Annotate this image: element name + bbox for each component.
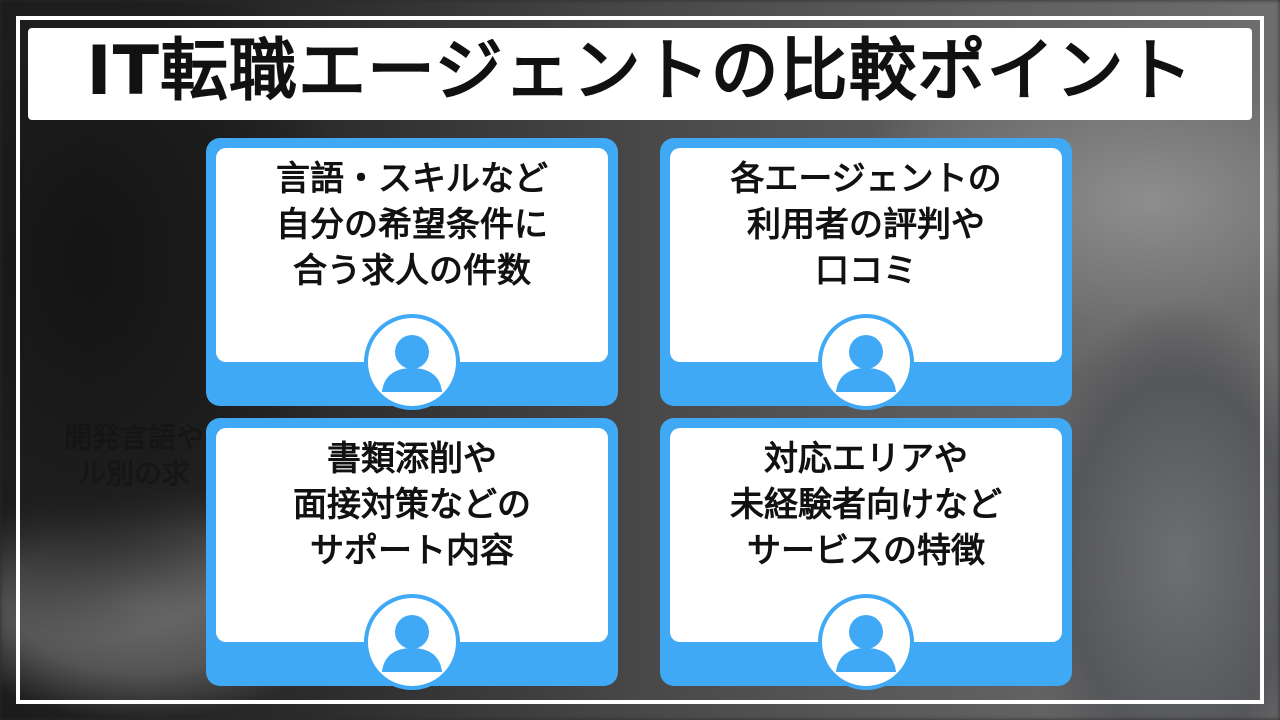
title-banner bbox=[28, 28, 1252, 120]
comparison-card-4: 対応エリアや 未経験者向けなど サービスの特徴 bbox=[660, 418, 1072, 690]
card-line: 合う求人の件数 bbox=[293, 251, 531, 291]
card-line: サポート内容 bbox=[310, 531, 514, 571]
comparison-card-2: 各エージェントの 利用者の評判や 口コミ bbox=[660, 138, 1072, 410]
card-line: 口コミ bbox=[815, 251, 917, 291]
card-text: 対応エリアや 未経験者向けなど サービスの特徴 bbox=[670, 436, 1062, 574]
card-line: 未経験者向けなど bbox=[730, 485, 1002, 525]
user-icon bbox=[818, 314, 914, 410]
card-line: 対応エリアや bbox=[764, 439, 968, 479]
background-text-line-2: ル別の求 bbox=[77, 457, 190, 490]
comparison-card-1: 言語・スキルなど 自分の希望条件に 合う求人の件数 bbox=[206, 138, 618, 410]
card-text: 言語・スキルなど 自分の希望条件に 合う求人の件数 bbox=[216, 156, 608, 294]
user-icon bbox=[818, 594, 914, 690]
user-icon bbox=[364, 314, 460, 410]
card-text: 各エージェントの 利用者の評判や 口コミ bbox=[670, 156, 1062, 294]
card-line: サービスの特徴 bbox=[747, 531, 985, 571]
page-title: IT転職エージェントの比較ポイント bbox=[86, 32, 1194, 111]
card-line: 利用者の評判や bbox=[747, 205, 985, 245]
user-icon bbox=[364, 594, 460, 690]
card-line: 面接対策などの bbox=[293, 485, 531, 525]
card-line: 自分の希望条件に bbox=[276, 205, 548, 245]
background-text: 開発言語や ル別の求 bbox=[44, 420, 224, 492]
card-line: 書類添削や bbox=[327, 439, 497, 479]
card-line: 言語・スキルなど bbox=[276, 159, 548, 199]
comparison-card-3: 書類添削や 面接対策などの サポート内容 bbox=[206, 418, 618, 690]
card-text: 書類添削や 面接対策などの サポート内容 bbox=[216, 436, 608, 574]
background-text-line-1: 開発言語や bbox=[63, 421, 204, 454]
card-line: 各エージェントの bbox=[730, 159, 1002, 199]
white-frame bbox=[16, 16, 1264, 704]
